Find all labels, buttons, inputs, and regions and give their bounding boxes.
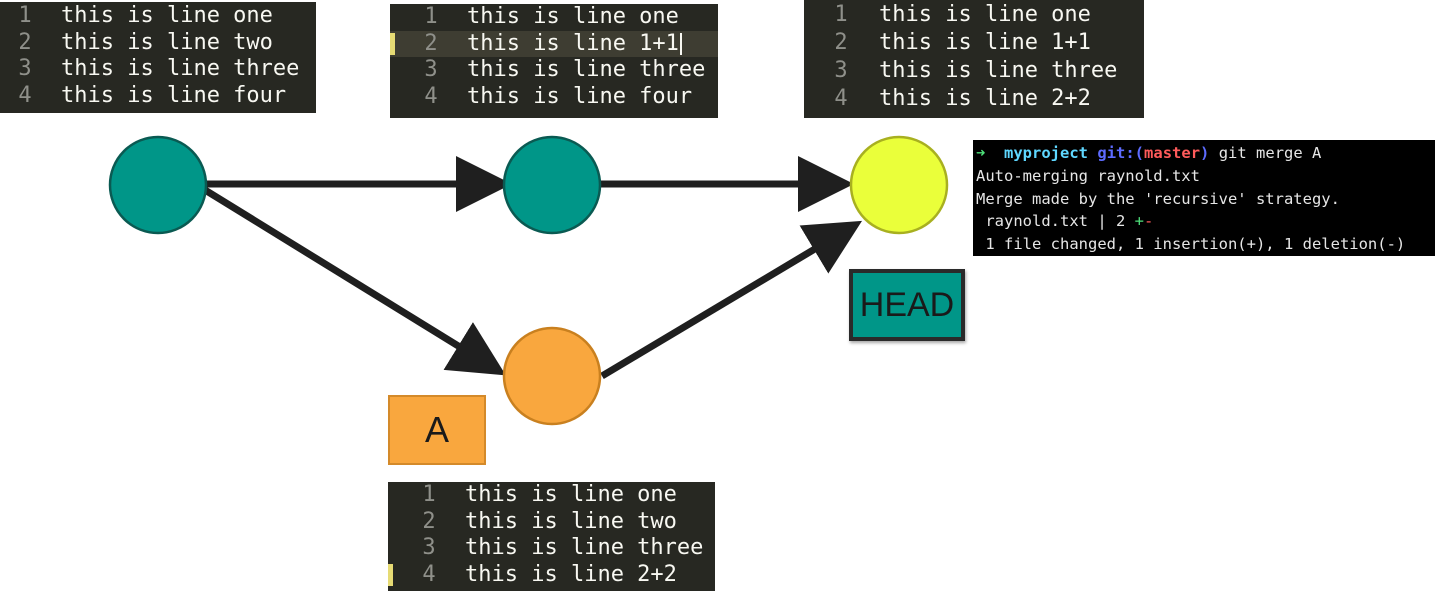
editor-line: 4 this is line four [390,84,718,111]
line-text: this is line three [465,535,704,560]
line-text: this is line one [61,3,273,28]
line-text: this is line two [61,29,273,55]
line-number: 1 [834,2,848,27]
line-text: this is line 2+2 [879,86,1091,111]
line-text: this is line one [879,2,1091,27]
editor-line: 4 this is line 2+2 [804,85,1144,113]
line-text: this is line one [465,482,677,507]
head-label: HEAD [849,269,965,341]
change-marker [388,563,393,586]
diffstat-minus: - [1143,212,1154,231]
branch-label-a: A [388,395,486,465]
line-number: 4 [18,82,32,108]
editor-line: 1 this is line one [390,4,718,31]
commit-master [502,135,602,235]
terminal-line: Merge made by the 'recursive' strategy. [976,189,1340,208]
editor-base: 1 this is line one 2 this is line two 3 thi… [0,2,316,113]
editor-line: 1 this is line one [804,1,1144,29]
line-number: 3 [424,57,438,82]
prompt-branch: master [1144,144,1201,162]
text-cursor [679,32,682,55]
editor-line-active: 2 this is line 1+1 [390,30,718,57]
commit-base [108,135,208,235]
line-text: this is line one [467,4,679,29]
editor-branch-a: 1 this is line one 2 this is line two 3 thi… [388,482,715,591]
line-number: 1 [424,4,438,29]
editor-line: 2 this is line 1+1 [804,29,1144,57]
editor-line: 3 this is line three [804,57,1144,85]
editor-line: 3 this is line three [0,56,316,83]
edge-c1-a [203,187,506,376]
prompt-git-prefix: git:( [1097,144,1145,162]
editor-line: 1 this is line one [0,3,316,30]
terminal-prompt-line: ➜ myproject git:(master) git merge A [976,142,1435,165]
terminal-line: 1 file changed, 1 insertion(+), 1 deleti… [976,235,1406,254]
terminal-output: ➜ myproject git:(master) git merge A Aut… [973,140,1435,256]
line-text: this is line 1+1 [879,30,1091,55]
line-number: 1 [18,3,32,28]
editor-line: 2 this is line two [388,509,715,536]
editor-line: 4 this is line 2+2 [388,562,715,589]
prompt-directory: myproject [1004,144,1089,162]
line-text: this is line four [61,82,287,108]
line-number: 4 [424,83,438,109]
diffstat-plus: + [1134,212,1144,231]
editor-master: 1 this is line one 2 this is line 1+1 3 thi… [390,4,718,118]
commit-a [502,326,602,426]
prompt-arrow-icon: ➜ [976,144,986,162]
line-number: 2 [834,30,848,55]
line-number: 2 [18,29,32,55]
line-number: 1 [422,482,436,507]
line-text: this is line four [467,83,693,109]
terminal-diffstat-line: raynold.txt | 2 +- [976,210,1435,233]
line-number: 4 [422,561,436,587]
prompt-git-suffix: ) [1200,144,1210,162]
line-number: 2 [422,508,436,534]
edge-a-merge [600,220,863,380]
line-text: this is line three [467,57,706,82]
line-number: 4 [834,86,848,111]
editor-line: 3 this is line three [388,535,715,562]
editor-line: 4 this is line four [0,83,316,110]
commit-merge [849,135,949,235]
editor-line: 3 this is line three [390,57,718,84]
line-number: 3 [834,58,848,83]
line-text: this is line three [61,56,300,81]
line-number: 3 [422,535,436,560]
line-text: this is line three [879,58,1118,83]
editor-line: 2 this is line two [0,30,316,57]
line-number: 2 [424,30,438,56]
line-text: this is line two [465,508,677,534]
terminal-line: Auto-merging raynold.txt [976,166,1200,185]
line-text: this is line 2+2 [465,561,677,587]
diffstat-file: raynold.txt | 2 [976,212,1135,231]
change-marker [390,32,395,55]
editor-line: 1 this is line one [388,482,715,509]
editor-merged: 1 this is line one 2 this is line 1+1 3 thi… [804,0,1144,118]
line-number: 3 [18,56,32,81]
line-text: this is line 1+1 [467,30,679,56]
terminal-command: git merge A [1218,144,1322,162]
